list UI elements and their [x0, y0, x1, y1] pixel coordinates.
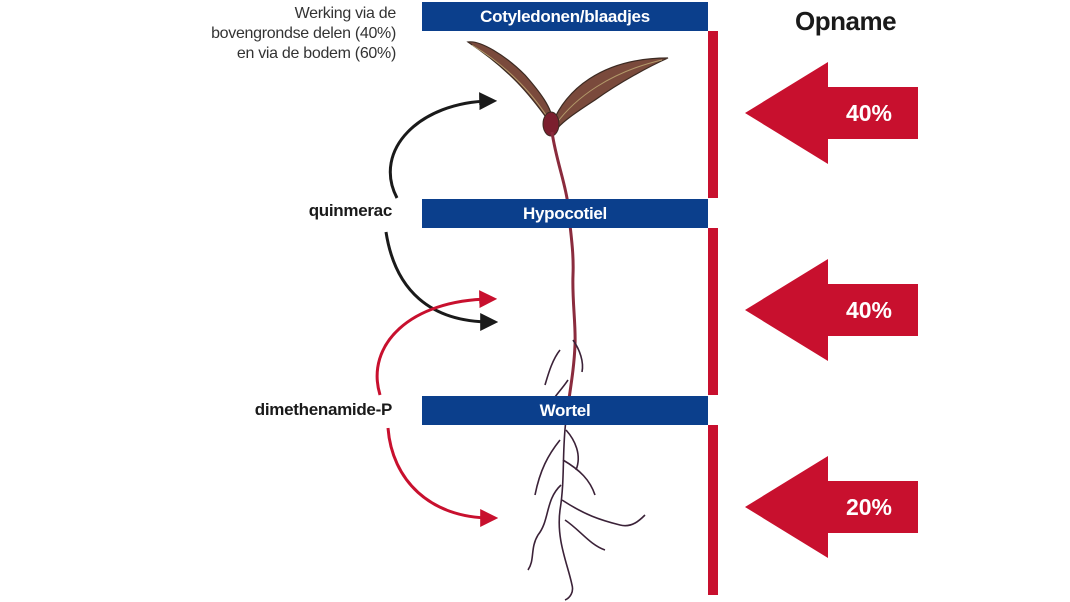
cotyledon-right	[552, 57, 669, 132]
quinmerac-arrow-up	[388, 92, 498, 199]
note-line-3: en via de bodem (60%)	[236, 45, 396, 62]
uptake-title: Opname	[795, 6, 897, 36]
dimethenamide-arrow-up	[375, 290, 498, 396]
stem	[550, 131, 577, 421]
action-note: Werking via de bovengrondse delen (40%) …	[120, 4, 396, 64]
zone-hypocotyl: Hypocotiel	[422, 199, 708, 228]
dimethenamide-arrow-down	[386, 427, 499, 527]
zone-cotyledons: Cotyledonen/blaadjes	[422, 2, 708, 31]
zone-root: Wortel	[422, 396, 708, 425]
zone-line-bottom	[708, 425, 718, 595]
dimethenamide-label: dimethenamide-P	[254, 400, 393, 419]
uptake-value-top: 40%	[845, 100, 893, 126]
quinmerac-label: quinmerac	[308, 201, 393, 220]
seedling	[466, 41, 669, 601]
uptake-value-bottom: 20%	[845, 494, 893, 520]
cotyledon-left	[466, 41, 554, 123]
uptake-arrow-top	[745, 62, 918, 164]
shoot-bud	[542, 111, 560, 137]
roots	[527, 339, 646, 601]
zone-line-middle	[708, 228, 718, 395]
quinmerac-arrow-down	[384, 231, 499, 331]
uptake-arrow-middle	[745, 259, 918, 361]
note-line-1: Werking via de	[294, 5, 397, 22]
uptake-value-middle: 40%	[845, 297, 893, 323]
note-line-2: bovengrondse delen (40%)	[211, 25, 396, 42]
zone-line-top	[708, 31, 718, 198]
uptake-arrow-bottom	[745, 456, 918, 558]
